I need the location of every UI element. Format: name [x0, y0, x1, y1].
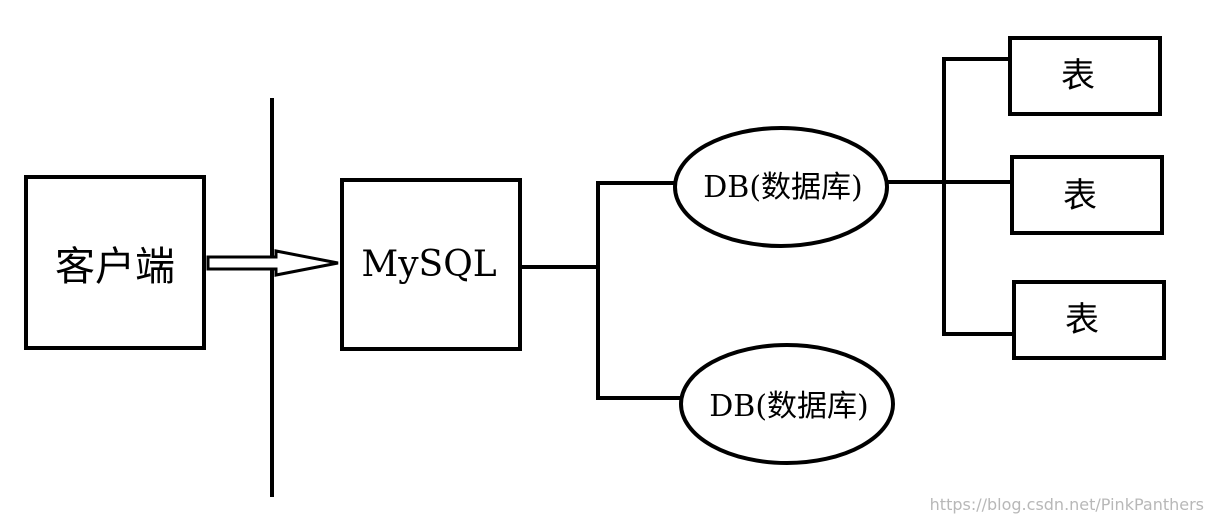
database-ellipse [673, 126, 889, 248]
mysql-label: MySQL [361, 244, 496, 285]
database-node-1: DB(数据库) [673, 126, 889, 248]
database-label: DB(数据库) [703, 170, 863, 205]
table-label: 表 [1061, 56, 1095, 96]
table-box [1012, 280, 1166, 360]
client-box [24, 175, 206, 350]
table-label: 表 [1065, 300, 1099, 340]
database-ellipse [679, 343, 895, 465]
database-label: DB(数据库) [709, 389, 869, 424]
client-node: 客户端 [24, 175, 206, 350]
watermark-text: https://blog.csdn.net/PinkPanthers [930, 495, 1204, 514]
table-node-1: 表 [1008, 36, 1162, 116]
table-node-3: 表 [1012, 280, 1166, 360]
db-table-connector [887, 57, 1014, 336]
table-label: 表 [1063, 176, 1097, 216]
table-node-2: 表 [1010, 155, 1164, 235]
table-box [1008, 36, 1162, 116]
server-db-connector [520, 181, 682, 400]
mysql-node: MySQL [340, 178, 522, 351]
table-box [1010, 155, 1164, 235]
database-node-2: DB(数据库) [679, 343, 895, 465]
mysql-box [340, 178, 522, 351]
arrow-shape [206, 249, 339, 277]
client-to-server-arrow [206, 249, 339, 277]
client-label: 客户端 [55, 244, 175, 290]
